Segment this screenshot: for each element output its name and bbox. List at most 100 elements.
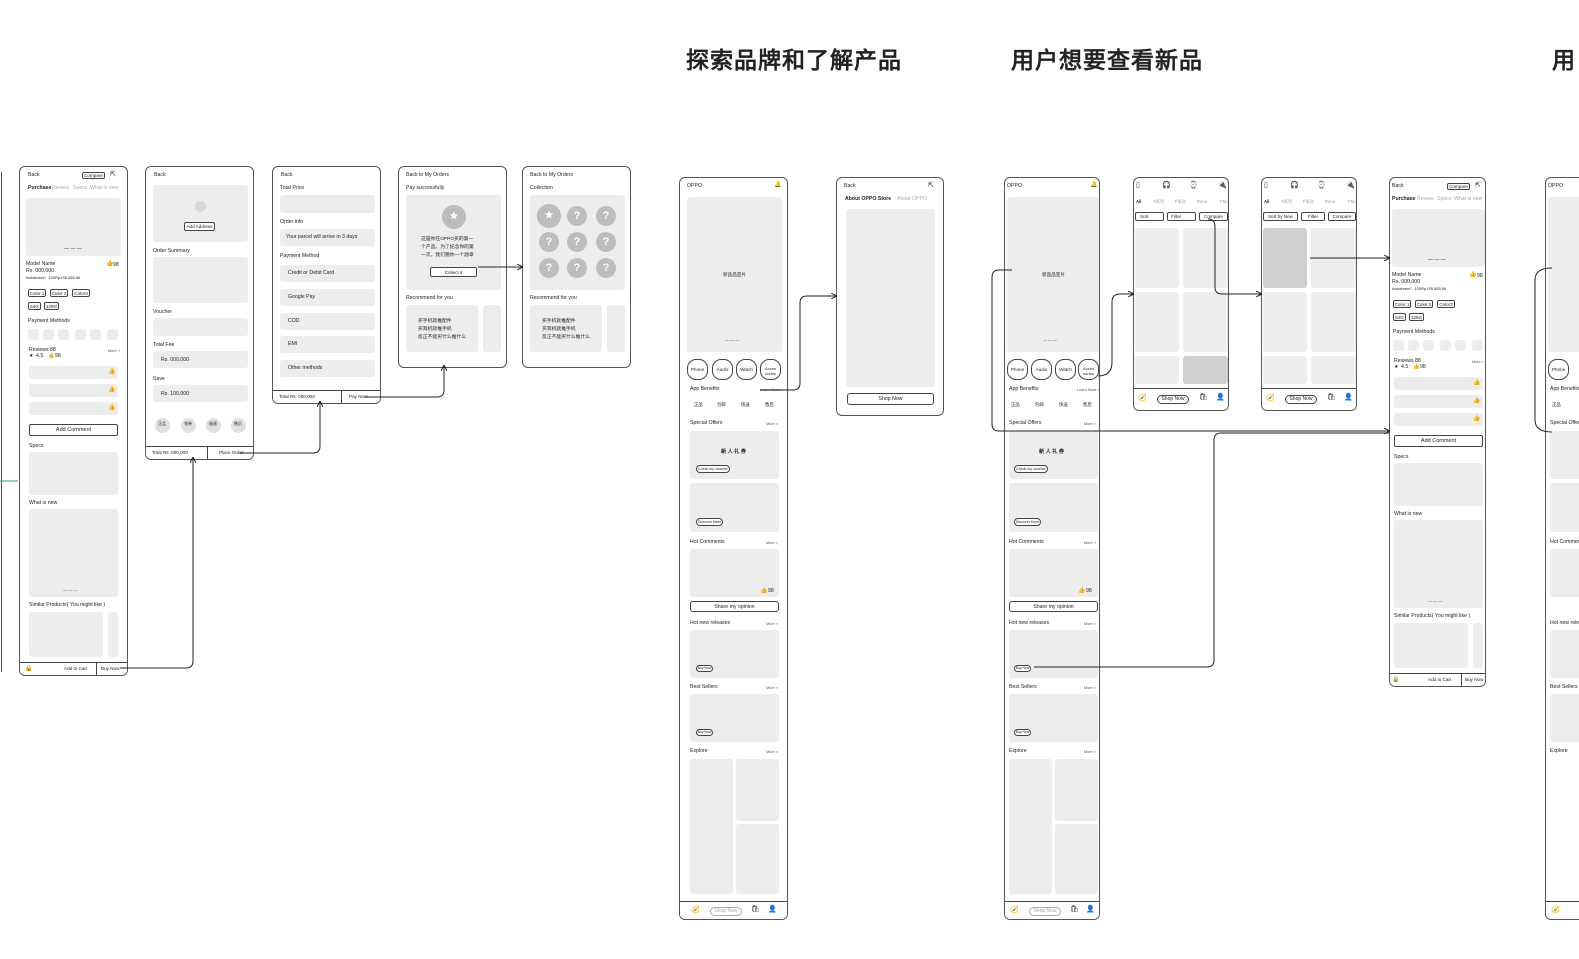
product-card[interactable] — [1263, 292, 1307, 352]
more-link[interactable]: More > — [766, 622, 778, 626]
explore-card[interactable] — [690, 759, 733, 894]
tab-specs[interactable]: Specs — [73, 185, 88, 191]
shop-now-button[interactable]: Shop Now — [1285, 395, 1317, 404]
explore-card[interactable] — [1055, 759, 1098, 821]
explore-card[interactable] — [736, 824, 779, 894]
more-link[interactable]: More > — [766, 686, 778, 690]
release-card[interactable] — [1550, 630, 1579, 678]
headphones-icon[interactable]: 🎧 — [1290, 182, 1299, 189]
buy-now-button[interactable]: Buy Now — [1465, 677, 1484, 682]
pay-method[interactable] — [90, 329, 101, 340]
voucher-field[interactable] — [153, 318, 248, 336]
similar-card[interactable] — [29, 612, 103, 657]
pay-method[interactable] — [107, 329, 118, 340]
share-icon[interactable]: ⇱ — [928, 182, 934, 189]
pay-method[interactable] — [28, 329, 39, 340]
buy-now-button[interactable]: Buy Now — [696, 729, 713, 736]
series-tab[interactable]: Pho — [1220, 199, 1228, 204]
pay-method[interactable] — [1440, 340, 1451, 351]
product-card[interactable] — [1183, 292, 1228, 352]
cart-icon[interactable]: 🔒 — [25, 666, 33, 672]
product-card[interactable] — [1263, 356, 1307, 384]
compare-button[interactable]: Compare — [1199, 212, 1228, 221]
category-phone[interactable]: Phone — [1007, 359, 1028, 380]
recommend-card[interactable] — [483, 305, 501, 352]
similar-card[interactable] — [1394, 623, 1468, 668]
category-watch[interactable]: Watch — [1055, 359, 1076, 380]
product-card[interactable] — [1311, 228, 1356, 288]
profile-icon[interactable]: 👤 — [1086, 906, 1095, 913]
discover-more-button[interactable]: Discover More — [1014, 518, 1041, 526]
check-voucher-button[interactable]: Check my voucher — [696, 465, 730, 473]
tab-whats-new[interactable]: What is new — [1454, 196, 1483, 202]
banner[interactable] — [1548, 197, 1579, 352]
thumb-icon[interactable]: 👍 — [108, 387, 116, 393]
payment-option[interactable] — [280, 360, 375, 377]
check-voucher-button[interactable]: Check my voucher — [1014, 465, 1048, 473]
compass-icon[interactable]: 🧭 — [1010, 907, 1019, 914]
phone-icon[interactable]: ▯ — [1136, 182, 1140, 189]
shop-now-button[interactable]: Shop Now — [710, 907, 742, 916]
buy-now-button[interactable]: Buy Now — [696, 665, 713, 672]
tab-purchase[interactable]: Purchase — [1392, 196, 1416, 202]
more-link[interactable]: More > — [1472, 360, 1484, 364]
buy-now-button[interactable]: Buy Now — [101, 666, 120, 671]
color-option-2[interactable]: Color 2 — [1415, 300, 1433, 308]
bell-icon[interactable]: 🔔 — [774, 182, 782, 188]
share-opinion-button[interactable]: Share my opinion — [690, 601, 779, 612]
recommend-card[interactable] — [530, 305, 602, 352]
explore-card[interactable] — [1009, 759, 1052, 894]
more-link[interactable]: More > — [766, 541, 778, 545]
learn-more-link[interactable]: Learn More > — [760, 388, 783, 392]
add-comment-button[interactable]: Add Comment — [29, 424, 118, 436]
payment-option-label[interactable]: Google Pay — [288, 294, 316, 300]
share-icon[interactable]: ⇱ — [110, 171, 116, 178]
pay-method[interactable] — [43, 329, 54, 340]
add-address-button[interactable]: Add Address — [184, 222, 215, 231]
category-watch[interactable]: Watch — [736, 359, 757, 380]
series-tab[interactable]: Reno — [1197, 199, 1208, 204]
headphones-icon[interactable]: 🎧 — [1162, 182, 1171, 189]
thumb-icon[interactable]: 👍 — [1473, 398, 1481, 404]
best-seller-card[interactable] — [1550, 694, 1579, 742]
recommend-card[interactable] — [406, 305, 478, 352]
learn-more-link[interactable]: Learn More > — [1077, 388, 1100, 392]
color-option-3[interactable]: Color3 — [72, 289, 90, 297]
pay-method[interactable] — [75, 329, 86, 340]
compare-button[interactable]: Compare — [1328, 212, 1356, 221]
thumb-icon[interactable]: 👍 — [1473, 380, 1481, 386]
product-card[interactable] — [1135, 228, 1179, 288]
payment-option-label[interactable]: COD — [288, 318, 300, 324]
sort-dropdown[interactable]: Sort by New — [1263, 212, 1298, 221]
tab-review[interactable]: Review — [1417, 196, 1435, 202]
payment-option[interactable] — [280, 289, 375, 306]
payment-option[interactable] — [280, 336, 375, 353]
payment-option-label[interactable]: EMI — [288, 341, 298, 347]
payment-option-label[interactable]: Credit or Debit Card — [288, 270, 335, 276]
shop-now-button[interactable]: Shop Now — [1157, 395, 1189, 404]
thumb-icon[interactable]: 👍 — [1078, 588, 1086, 594]
bell-icon[interactable]: 🔔 — [1090, 182, 1098, 188]
profile-icon[interactable]: 👤 — [768, 906, 777, 913]
cart-icon[interactable]: 🔒 — [1392, 677, 1400, 683]
share-opinion-button[interactable]: Share my opinion — [1009, 601, 1098, 612]
bag-icon[interactable]: 🛍 — [1070, 906, 1079, 913]
similar-card[interactable] — [108, 612, 118, 657]
payment-option[interactable] — [280, 313, 375, 330]
product-card-selected[interactable] — [1263, 228, 1307, 288]
profile-icon[interactable]: 👤 — [1216, 394, 1225, 401]
thumb-icon[interactable]: 👍 — [1473, 416, 1481, 422]
more-link[interactable]: More > — [766, 750, 778, 754]
storage-64[interactable]: 64G — [1393, 313, 1406, 321]
series-tab[interactable]: X系列 — [1281, 199, 1293, 204]
comment-card[interactable] — [1550, 549, 1579, 597]
pay-method[interactable] — [1393, 340, 1404, 351]
watch-icon[interactable]: ⌚ — [1317, 182, 1326, 189]
shop-now-button[interactable]: Shop Now — [847, 393, 934, 405]
compass-icon[interactable]: 🧭 — [1266, 395, 1275, 402]
recommend-card[interactable] — [607, 305, 625, 352]
more-link[interactable]: More > — [1084, 686, 1096, 690]
category-phone[interactable]: Phone — [687, 359, 708, 380]
thumb-icon[interactable]: 👍 — [108, 405, 116, 411]
pay-now-button[interactable]: Pay Now — [349, 394, 368, 399]
